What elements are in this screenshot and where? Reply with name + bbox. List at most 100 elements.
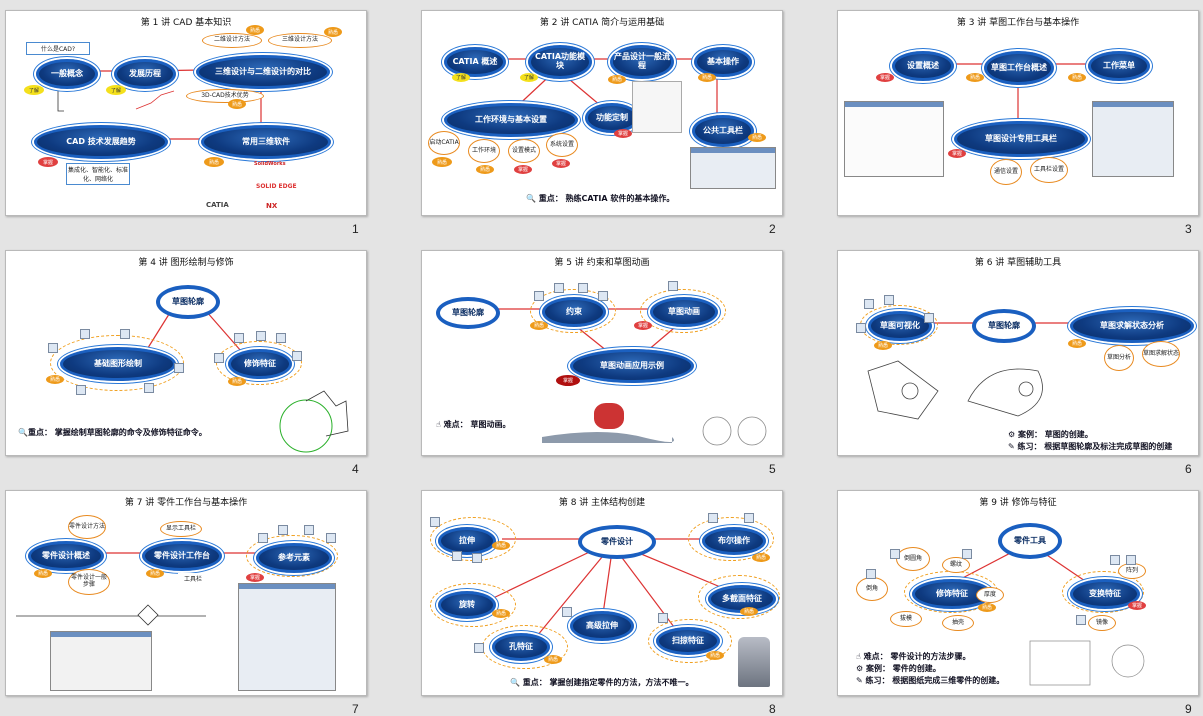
trim-tool-icon xyxy=(214,353,224,363)
badge-master: 掌握 xyxy=(948,149,966,158)
slide-8-thumbnail[interactable]: 第 8 讲 主体结构创建 零件设计 拉伸 布尔操作 旋转 多截面特征 高级拉伸 … xyxy=(421,490,783,696)
what-is-cad-label: 什么是CAD? xyxy=(26,42,90,55)
halo xyxy=(698,575,780,619)
slide-9-thumbnail[interactable]: 第 9 讲 修饰与特征 零件工具 修饰特征 变换特征 倒圆角 倒角 拔模 抽壳 … xyxy=(837,490,1199,696)
badge-master: 掌握 xyxy=(634,321,652,330)
label-set-mode: 设置模式 xyxy=(508,139,540,163)
slide-1-thumbnail[interactable]: 第 1 讲 CAD 基本知识 什么是CAD? 一般概念 发展历程 三维设计与二维… xyxy=(5,10,367,216)
slide-title: 第 8 讲 主体结构创建 xyxy=(558,498,646,508)
reference-tool-icon xyxy=(326,533,336,543)
slide-6-thumbnail[interactable]: 第 6 讲 草图辅助工具 草图可视化 草图轮廓 草图求解状态分析 草图分析 草图… xyxy=(837,250,1199,456)
toolbar-screenshot xyxy=(690,147,776,189)
slide-4-thumbnail[interactable]: 第 4 讲 图形绘制与修饰 草图轮廓 基础图形绘制 修饰特征 熟悉 熟悉 🔍重点… xyxy=(5,250,367,456)
label-mirror: 镜像 xyxy=(1088,615,1116,631)
node-sketch-visualize: 草图可视化 xyxy=(868,311,932,341)
label-work-env: 工作环境 xyxy=(468,139,500,163)
badge-familiar: 熟悉 xyxy=(752,553,770,562)
example-note: ⚙ 案例： 零件的创建。 xyxy=(856,664,941,673)
slide-number: 3 xyxy=(1185,222,1192,236)
node-part-design: 零件设计 xyxy=(578,525,656,559)
halo xyxy=(640,289,726,333)
badge-familiar: 熟悉 xyxy=(492,609,510,618)
badge-familiar: 熟悉 xyxy=(432,157,452,167)
catia-logo: CATIA xyxy=(206,201,229,209)
badge-familiar: 熟悉 xyxy=(324,27,342,37)
focus-note: 🔍重点： 掌握绘制草图轮廓的命令及修饰特征命令。 xyxy=(18,428,207,437)
slide-5-thumbnail[interactable]: 第 5 讲 约束和草图动画 草图轮廓 约束 草图动画 草图动画应用示例 熟悉 掌… xyxy=(421,250,783,456)
badge-master: 掌握 xyxy=(556,375,580,386)
slide-3-thumbnail[interactable]: 第 3 讲 草图工作台与基本操作 设置概述 草图工作台概述 工作菜单 草图设计专… xyxy=(837,10,1199,216)
label-trend-list: 集成化、智能化、标准化、网络化 xyxy=(66,163,130,185)
sketch-tool-icon xyxy=(76,385,86,395)
feature-tool-icon xyxy=(562,607,572,617)
slide-number: 6 xyxy=(1185,462,1192,476)
slide-title: 第 9 讲 修饰与特征 xyxy=(979,498,1057,508)
feature-tool-icon xyxy=(474,643,484,653)
trim-tool-icon xyxy=(292,351,302,361)
trim-tool-icon xyxy=(890,549,900,559)
node-part-workbench: 零件设计工作台 xyxy=(142,541,222,571)
badge-familiar: 熟悉 xyxy=(978,603,996,612)
transform-tool-icon xyxy=(1076,615,1086,625)
slide-2-thumbnail[interactable]: 第 2 讲 CATIA 简介与运用基础 CATIA 概述 CATIA功能模块 产… xyxy=(421,10,783,216)
node-history: 发展历程 xyxy=(114,59,176,89)
trim-tool-icon xyxy=(234,333,244,343)
visualize-tool-icon xyxy=(924,313,934,323)
slide-7-thumbnail[interactable]: 第 7 讲 零件工作台与基本操作 零件设计概述 零件设计工作台 参考元素 零件设… xyxy=(5,490,367,696)
node-catia-modules: CATIA功能模块 xyxy=(528,45,592,79)
slide-title: 第 2 讲 CATIA 简介与运用基础 xyxy=(539,18,665,28)
visualize-tool-icon xyxy=(884,295,894,305)
badge-familiar: 熟悉 xyxy=(748,133,766,142)
node-solve-status: 草图求解状态分析 xyxy=(1070,309,1194,343)
reference-tool-icon xyxy=(258,533,268,543)
badge-familiar: 熟悉 xyxy=(966,73,984,82)
node-catia-overview: CATIA 概述 xyxy=(444,47,506,77)
animation-tool-icon xyxy=(668,281,678,291)
pen-icon: ✎ xyxy=(1008,442,1018,451)
node-sketch-profile: 草图轮廓 xyxy=(436,297,500,329)
node-settings-overview: 设置概述 xyxy=(892,51,954,81)
hand-pointer-icon: ☝ xyxy=(436,420,444,429)
sketch-tool-icon xyxy=(48,343,58,353)
difficulty-note: ☝ 难点： 零件设计的方法步骤。 xyxy=(856,652,971,661)
transform-tool-icon xyxy=(1110,555,1120,565)
node-extrude: 拉伸 xyxy=(438,527,496,555)
constraint-tool-icon xyxy=(598,291,608,301)
trim-tool-icon xyxy=(256,331,266,341)
slide-title: 第 5 讲 约束和草图动画 xyxy=(554,258,650,268)
badge-familiar: 熟悉 xyxy=(246,25,264,35)
toolbar-panel-screenshot xyxy=(1092,101,1174,177)
label-pattern: 阵列 xyxy=(1118,563,1146,579)
sketch-tool-icon xyxy=(174,363,184,373)
node-revolve: 旋转 xyxy=(438,591,496,619)
badge-familiar: 熟悉 xyxy=(1068,73,1086,82)
node-customize: 功能定制 xyxy=(585,103,639,133)
badge-familiar: 熟悉 xyxy=(34,569,52,578)
node-part-tools: 零件工具 xyxy=(998,523,1062,559)
badge-familiar: 熟悉 xyxy=(530,321,548,330)
label-solve-state: 草图求解状态 xyxy=(1142,341,1180,367)
slide-number: 7 xyxy=(352,702,359,716)
halo xyxy=(246,535,338,577)
halo xyxy=(1062,571,1144,613)
feature-tool-icon xyxy=(430,517,440,527)
badge-familiar: 熟悉 xyxy=(204,157,224,167)
reference-tool-icon xyxy=(278,525,288,535)
badge-familiar: 熟悉 xyxy=(476,165,494,174)
node-3d-software: 常用三维软件 xyxy=(201,125,331,159)
label-shell: 抽壳 xyxy=(942,615,974,631)
label-start-catia: 启动CATIA xyxy=(428,131,460,155)
badge-understand: 了解 xyxy=(520,73,538,82)
halo xyxy=(688,517,774,561)
label-part-design-steps: 零件设计一般步骤 xyxy=(68,569,110,595)
node-sketch-toolbar: 草图设计专用工具栏 xyxy=(954,121,1088,157)
badge-understand: 了解 xyxy=(24,85,44,95)
difficulty-note: ☝ 难点： 草图动画。 xyxy=(436,420,511,429)
practice-note: ✎ 练习： 根据图纸完成三维零件的创建。 xyxy=(856,676,1005,685)
badge-master: 掌握 xyxy=(614,129,632,138)
gear-icon: ⚙ xyxy=(856,664,866,673)
trim-tool-icon xyxy=(276,333,286,343)
halo xyxy=(530,289,616,333)
node-advanced-extrude: 高级拉伸 xyxy=(570,611,634,641)
robot-animation-image xyxy=(594,403,624,429)
